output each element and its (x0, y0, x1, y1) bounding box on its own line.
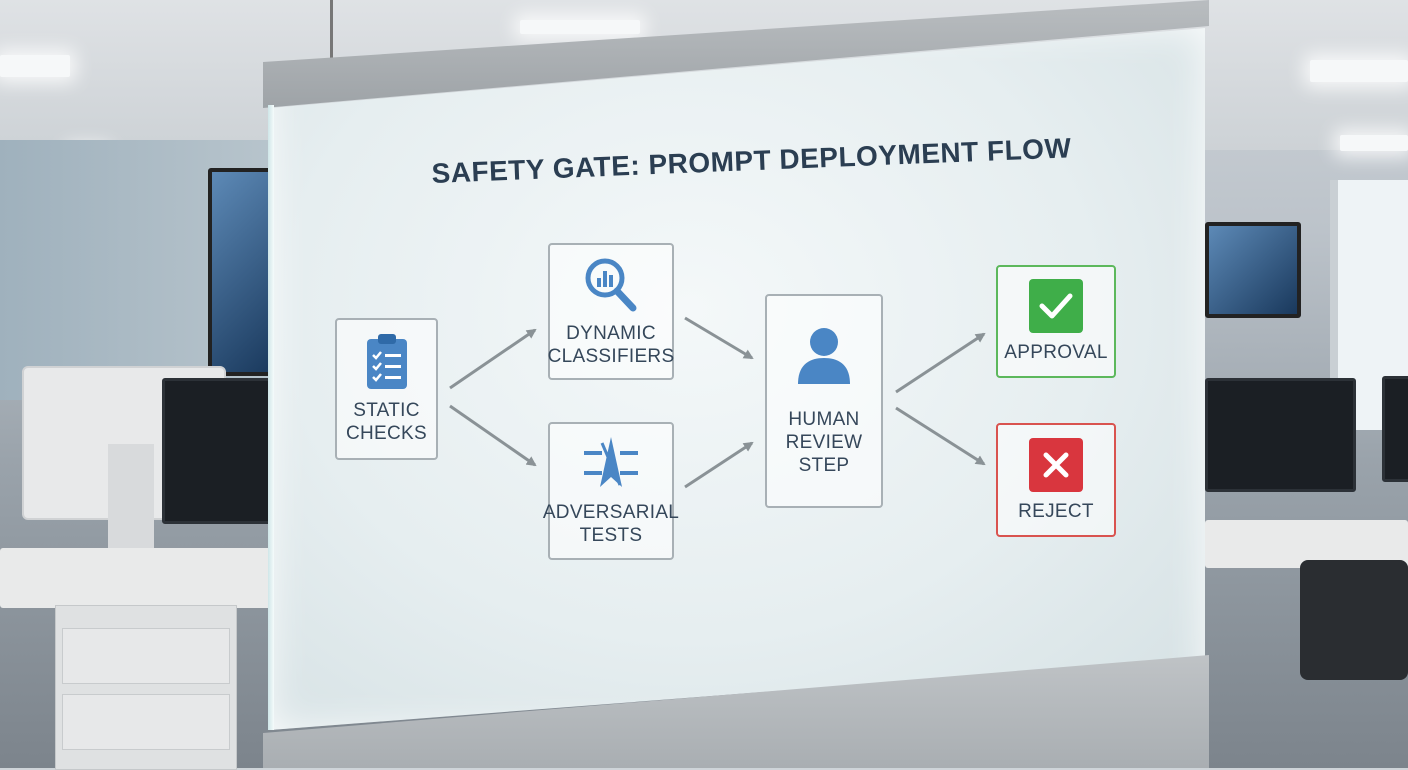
node-label: REVIEW (785, 431, 863, 453)
ceiling-light (1340, 135, 1408, 151)
hanging-rod (330, 0, 333, 60)
desk (0, 548, 272, 608)
node-reject: REJECT (996, 423, 1116, 537)
node-label: CLASSIFIERS (547, 345, 675, 367)
node-label: APPROVAL (1004, 342, 1108, 363)
office-chair (1300, 560, 1408, 680)
wall-tv (1205, 222, 1301, 318)
clipboard-checklist-icon (365, 333, 409, 391)
node-dynamic-classifiers: DYNAMIC CLASSIFIERS (548, 243, 674, 380)
person-icon (796, 326, 852, 386)
node-approval: APPROVAL (996, 265, 1116, 378)
ceiling-light (520, 20, 640, 34)
ceiling-light (1310, 60, 1408, 82)
panel-edge (268, 105, 274, 730)
node-label: HUMAN (788, 408, 860, 430)
node-adversarial-tests: ADVERSARIAL TESTS (543, 422, 679, 560)
file-cabinet (55, 605, 237, 770)
node-label: DYNAMIC (566, 322, 656, 344)
computer-monitor (162, 378, 276, 524)
node-label: STEP (798, 454, 850, 476)
ceiling-light (0, 55, 70, 77)
magnifier-chart-icon (583, 256, 639, 314)
node-label: STATIC (353, 400, 420, 421)
node-label: TESTS (579, 525, 643, 546)
computer-monitor (1205, 378, 1356, 492)
node-label: ADVERSARIAL (542, 502, 680, 523)
wall-tv (208, 168, 278, 376)
node-label: CHECKS (346, 423, 427, 444)
x-icon (1029, 437, 1083, 492)
adversarial-arrow-icon (582, 435, 640, 493)
node-label: REJECT (1018, 500, 1094, 522)
computer-monitor (1382, 376, 1408, 482)
node-static-checks: STATIC CHECKS (335, 318, 438, 460)
checkmark-icon (1029, 279, 1083, 333)
node-human-review-step: HUMAN REVIEW STEP (765, 294, 883, 508)
imac-stand (108, 444, 154, 548)
